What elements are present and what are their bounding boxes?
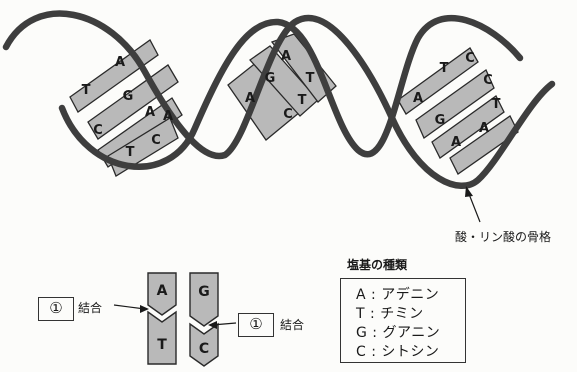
base-letter: A [245, 91, 255, 106]
base-letter: C [465, 51, 475, 66]
base-letter: A [115, 55, 125, 70]
legend-name: シトシン [381, 344, 439, 360]
base-letter: G [435, 113, 446, 128]
legend-letter: A [356, 287, 366, 303]
legend-row: G : グアニン [356, 322, 440, 342]
legend-letter: G [356, 325, 367, 341]
base-letter: T [298, 93, 307, 108]
base-letter: T [440, 61, 449, 76]
legend-row: A : アデニン [356, 284, 439, 304]
detail-letter: G [198, 284, 210, 300]
base-letter: G [123, 89, 134, 104]
legend-row: T : チミン [356, 303, 424, 323]
base-letter: G [265, 71, 276, 86]
base-letter: A [163, 109, 173, 124]
legend-letter: T [356, 306, 365, 322]
base-letter: A [145, 105, 155, 120]
base-letter: T [126, 145, 135, 160]
bond-label-right: 結合 [280, 316, 304, 333]
legend-name: アデニン [381, 287, 439, 303]
backbone-label: 酸・リン酸の骨格 [455, 228, 551, 245]
bond-label-left: 結合 [78, 299, 102, 316]
base-letter: C [483, 73, 493, 88]
base-letter: A [281, 49, 291, 64]
legend-name: チミン [380, 306, 424, 322]
detail-letter: C [199, 341, 209, 357]
base-letter: T [492, 97, 501, 112]
legend-title: 塩基の種類 [347, 256, 407, 273]
base-letter: A [479, 121, 489, 136]
blank-box-right: ① [238, 313, 274, 337]
legend-row: C : シトシン [356, 341, 439, 361]
base-letter: A [413, 91, 423, 106]
detail-letter: A [157, 283, 168, 299]
base-letter: C [93, 123, 103, 138]
base-letter: A [451, 135, 461, 150]
base-letter: T [306, 71, 315, 86]
detail-letter: T [157, 337, 167, 353]
blank-box-left: ① [38, 297, 74, 321]
base-letter: C [151, 133, 161, 148]
base-letter: C [283, 107, 293, 122]
legend-name: グアニン [382, 325, 440, 341]
base-letter: T [82, 83, 91, 98]
backbone-pointer [469, 194, 480, 222]
legend-letter: C [356, 344, 366, 360]
